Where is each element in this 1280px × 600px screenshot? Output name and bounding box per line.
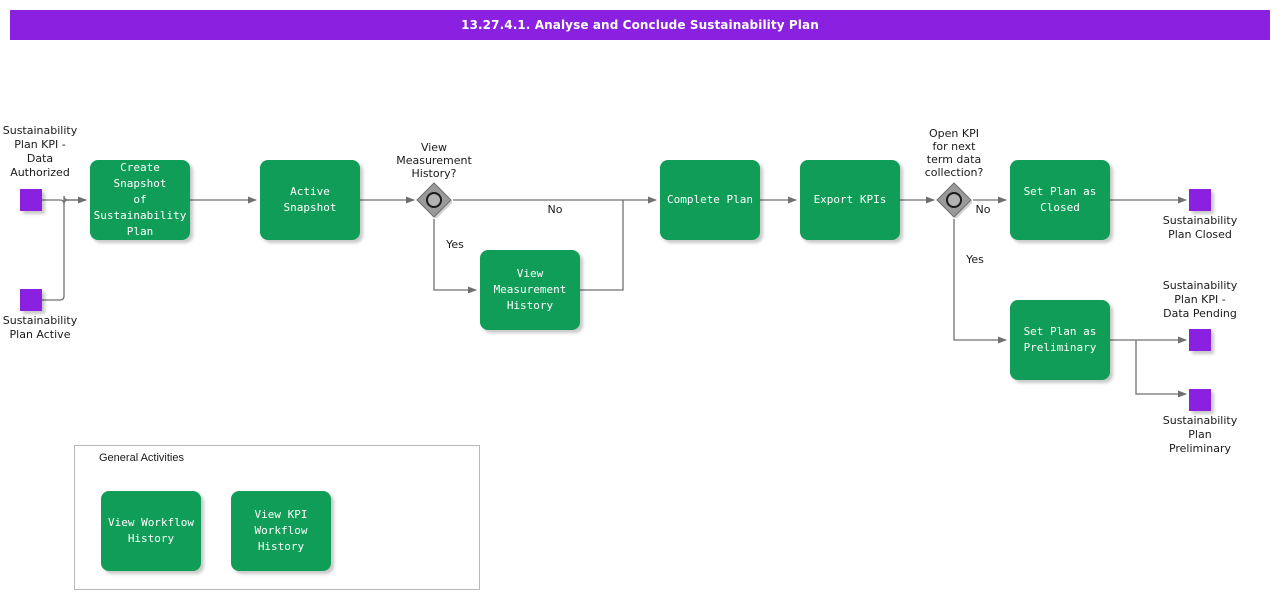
start-event-kpi-data-authorized[interactable] bbox=[20, 189, 42, 211]
flow-label-gateway1-yes: Yes bbox=[446, 238, 464, 251]
flow-label-gateway1-no: No bbox=[547, 203, 563, 216]
flow-start2-to-create-snapshot bbox=[42, 199, 86, 301]
page-title-bar: 13.27.4.1. Analyse and Conclude Sustaina… bbox=[10, 10, 1270, 40]
flow-start1-to-create-snapshot bbox=[42, 195, 87, 205]
task-active-snapshot[interactable]: Active Snapshot bbox=[260, 160, 360, 240]
flow-set-plan-preliminary-to-end-preliminary bbox=[1135, 340, 1187, 398]
task-view-workflow-history[interactable]: View Workflow History bbox=[101, 491, 201, 571]
gateway-label-open-kpi-next-term: Open KPI for next term data collection? bbox=[924, 127, 984, 179]
task-view-kpi-workflow-history[interactable]: View KPI Workflow History bbox=[231, 491, 331, 571]
task-set-plan-as-closed[interactable]: Set Plan as Closed bbox=[1010, 160, 1110, 240]
end-event-label-plan-closed: Sustainability Plan Closed bbox=[1162, 214, 1238, 241]
page-title: 13.27.4.1. Analyse and Conclude Sustaina… bbox=[461, 18, 819, 32]
end-event-plan-preliminary[interactable] bbox=[1189, 389, 1211, 411]
gateway-label-view-measurement-history: View Measurement History? bbox=[396, 141, 472, 180]
task-create-snapshot-of-sustainability-plan[interactable]: Create Snapshot of Sustainability Plan bbox=[90, 160, 190, 240]
flow-gateway1-yes-to-view-measurement-history bbox=[433, 219, 477, 294]
general-activities-title: General Activities bbox=[99, 452, 184, 464]
end-event-label-kpi-data-pending: Sustainability Plan KPI - Data Pending bbox=[1162, 279, 1238, 320]
end-event-label-plan-preliminary: Sustainability Plan Preliminary bbox=[1162, 414, 1238, 455]
gateway-view-measurement-history[interactable] bbox=[416, 182, 453, 219]
flow-view-measurement-history-to-complete-plan bbox=[580, 200, 624, 291]
general-activities-group: General Activities View Workflow History… bbox=[74, 445, 480, 590]
flow-gateway2-yes-to-set-plan-preliminary bbox=[953, 219, 1007, 344]
start-event-plan-active[interactable] bbox=[20, 289, 42, 311]
flow-label-gateway2-yes: Yes bbox=[966, 253, 984, 266]
task-set-plan-as-preliminary[interactable]: Set Plan as Preliminary bbox=[1010, 300, 1110, 380]
task-complete-plan[interactable]: Complete Plan bbox=[660, 160, 760, 240]
gateway-open-kpi-next-term[interactable] bbox=[936, 182, 973, 219]
start-event-label-kpi-data-authorized: Sustainability Plan KPI - Data Authorize… bbox=[2, 124, 78, 179]
task-view-measurement-history[interactable]: View Measurement History bbox=[480, 250, 580, 330]
task-export-kpis[interactable]: Export KPIs bbox=[800, 160, 900, 240]
end-event-kpi-data-pending[interactable] bbox=[1189, 329, 1211, 351]
start-event-label-plan-active: Sustainability Plan Active bbox=[2, 314, 78, 341]
end-event-plan-closed[interactable] bbox=[1189, 189, 1211, 211]
flow-label-gateway2-no: No bbox=[975, 203, 991, 216]
